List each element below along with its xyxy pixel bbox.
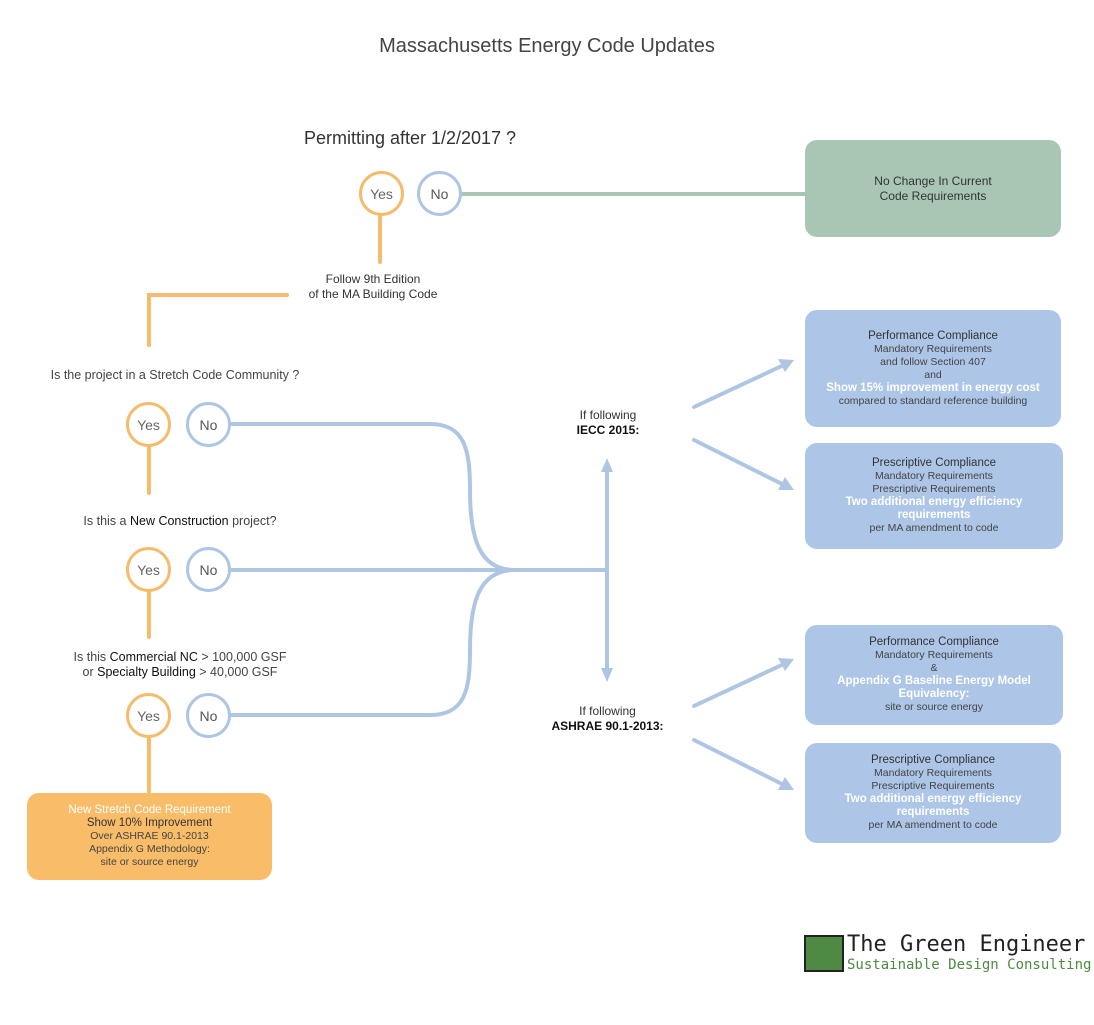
iecc-pres-line1: Mandatory Requirements	[875, 470, 993, 482]
q2-no-curve	[230, 422, 517, 572]
iecc-pres-line2: Prescriptive Requirements	[872, 483, 996, 495]
arrow-ash-perf-head	[778, 658, 794, 671]
ash-perf-line3: site or source energy	[884, 701, 984, 713]
no-change-line1: No Change In Current	[874, 173, 992, 188]
page-title: Massachusetts Energy Code Updates	[379, 35, 715, 57]
arrow-up-head	[601, 458, 613, 472]
follow-line1: Follow 9th Edition	[325, 272, 421, 286]
brand-tagline: Sustainable Design Consulting	[847, 957, 1092, 973]
question-permitting: Permitting after 1/2/2017 ?	[303, 128, 517, 148]
ashrae-label-line1: If following	[579, 704, 636, 718]
iecc-perf-line2: and follow Section 407	[880, 355, 986, 368]
arrow-iecc-perf-head	[778, 359, 794, 372]
iecc-perf-line1: Mandatory Requirements	[874, 342, 992, 355]
question-new-construction: Is this a New Construction project?	[83, 514, 277, 528]
no-change-box: No Change In Current Code Requirements	[805, 140, 1061, 237]
arrow-ash-pres-head	[778, 777, 794, 790]
ash-perf-highlight2: Equivalency:	[898, 688, 970, 700]
q2-no-circle: No	[186, 402, 231, 447]
iecc-label: If following IECC 2015:	[543, 408, 673, 438]
iecc-pres-highlight2: requirements	[897, 509, 971, 521]
ash-perf-line1: Mandatory Requirements	[875, 649, 993, 661]
ash-pres-highlight2: requirements	[896, 806, 970, 818]
iecc-perf-heading: Performance Compliance	[868, 329, 998, 342]
iecc-perf-line3: and	[924, 368, 942, 381]
ash-pres-line3: per MA amendment to code	[868, 819, 998, 831]
stretch-box-improvement: Show 10% Improvement	[86, 817, 213, 829]
iecc-pres-highlight1: Two additional energy efficiency	[845, 496, 1023, 508]
ash-pres-line1: Mandatory Requirements	[874, 767, 992, 779]
brand-name: The Green Engineer	[847, 932, 1086, 957]
arrow-iecc-pres-head	[778, 477, 794, 490]
follow-bracket-line	[147, 293, 289, 347]
question-commercial-size: Is this Commercial NC > 100,000 GSF or S…	[73, 650, 287, 679]
q4-yes-circle: Yes	[126, 693, 171, 738]
iecc-pres-line3: per MA amendment to code	[869, 522, 999, 534]
follow-text: Follow 9th Edition of the MA Building Co…	[288, 272, 458, 302]
stretch-requirement-box: New Stretch Code Requirement Show 10% Im…	[27, 793, 272, 880]
ashrae-label-line2: ASHRAE 90.1-2013:	[551, 719, 664, 733]
follow-line2: of the MA Building Code	[308, 287, 438, 301]
ash-pres-line2: Prescriptive Requirements	[871, 780, 995, 792]
arrow-down-head	[601, 668, 613, 682]
stretch-box-line3: Over ASHRAE 90.1-2013	[90, 830, 209, 842]
logo-square-icon	[804, 935, 844, 972]
iecc-perf-highlight: Show 15% improvement in energy cost	[826, 381, 1040, 394]
no-change-line2: Code Requirements	[879, 188, 987, 203]
brand-logo: The Green Engineer Sustainable Design Co…	[804, 932, 1094, 978]
iecc-prescriptive-box: Prescriptive Compliance Mandatory Requir…	[805, 443, 1063, 549]
q4-no-circle: No	[186, 693, 231, 738]
ash-perf-highlight1: Appendix G Baseline Energy Model	[837, 675, 1031, 687]
ash-pres-highlight1: Two additional energy efficiency	[844, 793, 1022, 805]
q1-no-circle: No	[417, 171, 462, 216]
ash-perf-heading: Performance Compliance	[869, 636, 999, 648]
q3-yes-circle: Yes	[126, 547, 171, 592]
iecc-label-line1: If following	[579, 408, 637, 422]
q1-yes-circle: Yes	[359, 171, 404, 216]
q2-yes-circle: Yes	[126, 402, 171, 447]
ashrae-performance-box: Performance Compliance Mandatory Require…	[805, 625, 1063, 725]
stretch-box-title: New Stretch Code Requirement	[68, 804, 231, 816]
iecc-perf-line4: compared to standard reference building	[838, 394, 1028, 407]
stretch-box-line5: site or source energy	[100, 856, 199, 868]
ash-perf-line2: &	[930, 662, 938, 674]
iecc-performance-box: Performance Compliance Mandatory Require…	[805, 310, 1061, 427]
question-stretch-community: Is the project in a Stretch Code Communi…	[50, 368, 300, 382]
ashrae-label: If following ASHRAE 90.1-2013:	[530, 704, 685, 734]
iecc-label-line2: IECC 2015:	[576, 423, 640, 437]
q3-no-circle: No	[186, 547, 231, 592]
iecc-pres-heading: Prescriptive Compliance	[872, 457, 996, 469]
q4-no-curve	[230, 568, 517, 717]
stretch-box-line4: Appendix G Methodology:	[89, 843, 210, 855]
ash-pres-heading: Prescriptive Compliance	[871, 754, 995, 766]
ashrae-prescriptive-box: Prescriptive Compliance Mandatory Requir…	[805, 743, 1061, 843]
